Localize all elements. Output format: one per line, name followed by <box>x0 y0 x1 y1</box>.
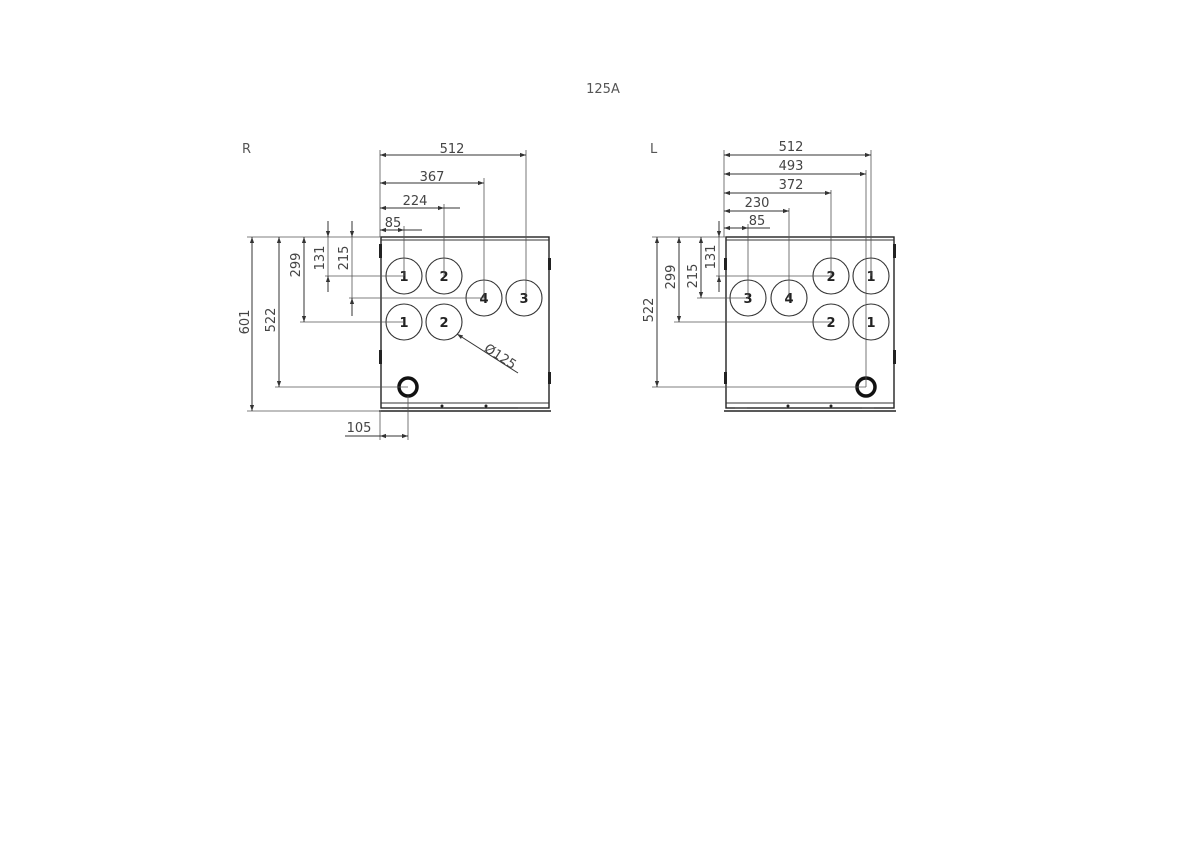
right-dim-215: 215 <box>337 246 352 271</box>
left-hole-label: 4 <box>784 292 793 307</box>
left-hole-label: 3 <box>743 292 752 307</box>
left-hole-1-bottom <box>852 303 890 341</box>
left-hole-label: 2 <box>826 316 835 331</box>
left-dim-230: 230 <box>745 196 770 211</box>
right-hole-label: 4 <box>479 292 488 307</box>
right-dim-131: 131 <box>313 246 328 271</box>
left-hole-label: 2 <box>826 270 835 285</box>
right-hole-label: 2 <box>439 270 448 285</box>
right-unit-body <box>380 236 550 409</box>
right-hole-label: 1 <box>399 316 408 331</box>
right-dim-224: 224 <box>403 194 428 209</box>
left-hole-label: 1 <box>866 270 875 285</box>
left-view-label: L <box>650 142 658 157</box>
right-dim-367: 367 <box>420 170 445 185</box>
left-latch-bl <box>724 372 727 384</box>
left-latch-tr <box>893 244 896 258</box>
right-hole-label: 3 <box>519 292 528 307</box>
left-dim-131: 131 <box>704 245 719 270</box>
right-diameter-leader <box>456 333 519 374</box>
right-diameter-label: Ø125 <box>481 341 519 373</box>
right-view: R 1 2 4 3 1 2 51 <box>238 142 551 440</box>
right-dim-601: 601 <box>238 310 253 335</box>
left-unit-body <box>725 236 895 409</box>
right-foot-screw-2 <box>484 404 488 408</box>
right-dim-299: 299 <box>289 253 304 278</box>
left-hole-label: 1 <box>866 316 875 331</box>
left-dim-372: 372 <box>779 178 804 193</box>
left-dim-85: 85 <box>749 214 766 229</box>
drawing-title: 125A <box>586 82 620 97</box>
right-hole-2-bottom <box>425 303 463 341</box>
left-dim-522: 522 <box>642 298 657 323</box>
right-dim-105: 105 <box>347 421 372 436</box>
left-dim-215: 215 <box>686 264 701 289</box>
right-dim-522: 522 <box>264 308 279 333</box>
left-dim-493: 493 <box>779 159 804 174</box>
left-dim-512: 512 <box>779 140 804 155</box>
right-latch-tr <box>548 258 551 270</box>
right-foot-screw-1 <box>440 404 444 408</box>
left-view: L 3 4 2 1 2 1 <box>642 140 896 412</box>
right-dim-512: 512 <box>440 142 465 157</box>
left-dim-299: 299 <box>664 265 679 290</box>
right-latch-br <box>548 372 551 384</box>
left-latch-tl <box>724 258 727 270</box>
right-hole-label: 2 <box>439 316 448 331</box>
right-latch-bl <box>379 350 382 364</box>
right-latch-tl <box>379 244 382 258</box>
right-hole-3 <box>505 279 543 317</box>
left-foot-screw-1 <box>786 404 790 408</box>
right-hole-label: 1 <box>399 270 408 285</box>
left-latch-br <box>893 350 896 364</box>
right-view-label: R <box>242 142 251 157</box>
right-dim-85: 85 <box>385 216 402 231</box>
left-foot-screw-2 <box>829 404 833 408</box>
